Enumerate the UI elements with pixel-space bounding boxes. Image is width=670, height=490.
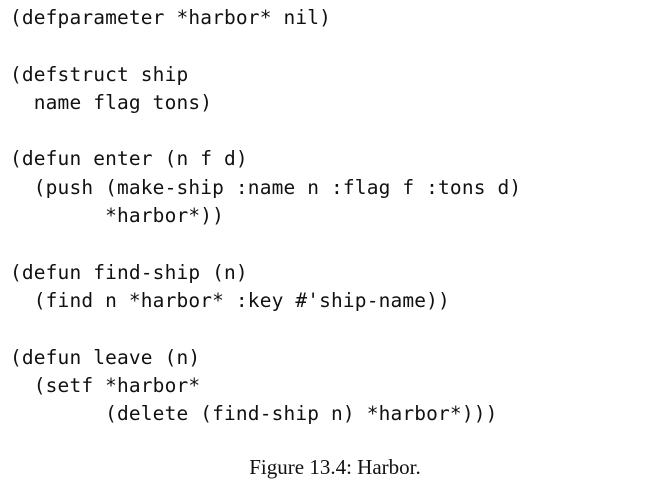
code-line: (find n *harbor* :key #'ship-name)) — [10, 288, 450, 312]
code-line: (defun find-ship (n) — [10, 260, 248, 284]
code-line — [10, 315, 521, 343]
code-listing: (defparameter *harbor* nil) (defstruct sh… — [10, 4, 521, 428]
code-line: (defparameter *harbor* nil) — [10, 6, 332, 29]
code-line: name flag tons) — [10, 90, 213, 114]
code-line — [10, 32, 521, 60]
code-line — [10, 230, 521, 258]
code-line: (defun leave (n) — [10, 345, 201, 369]
code-line: (defun enter (n f d) — [10, 147, 248, 171]
code-line: (push (make-ship :name n :flag f :tons d… — [10, 175, 522, 199]
code-line: (delete (find-ship n) *harbor*))) — [10, 402, 498, 426]
code-line — [10, 117, 521, 145]
figure-caption: Figure 13.4: Harbor. — [249, 455, 421, 479]
code-line: *harbor*)) — [10, 204, 225, 228]
code-line: (setf *harbor* — [10, 373, 201, 397]
code-line: (defstruct ship — [10, 62, 189, 86]
